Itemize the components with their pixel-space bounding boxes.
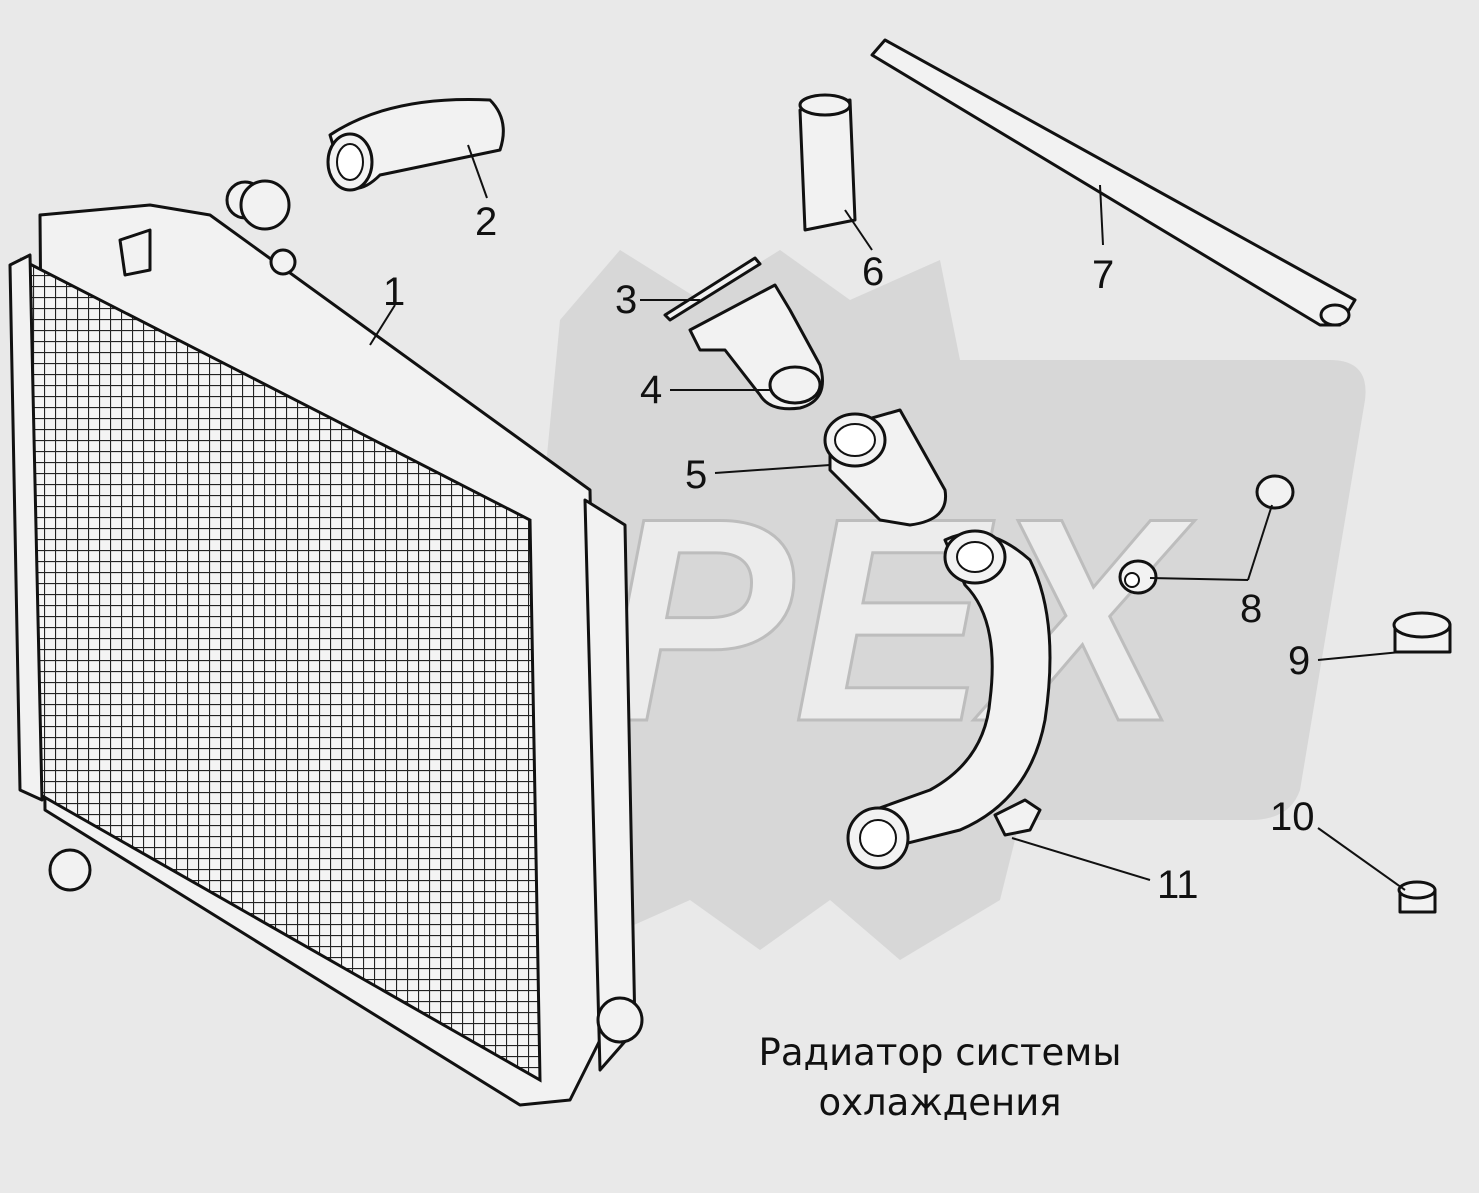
leader-lines bbox=[369, 144, 1406, 891]
caption-line-2: охлаждения bbox=[818, 1081, 1062, 1124]
callout-3: 3 bbox=[615, 278, 637, 322]
drain-cock-part bbox=[993, 798, 1042, 837]
callout-2: 2 bbox=[475, 200, 497, 244]
lower-pipe-part bbox=[846, 529, 1052, 870]
bushing-parts bbox=[1118, 474, 1295, 595]
callout-labels: 1 2 3 4 5 6 7 8 9 10 11 bbox=[383, 200, 1315, 907]
callout-5: 5 bbox=[685, 453, 707, 497]
watermark-text: PEX bbox=[600, 458, 1195, 782]
diagram-caption: Радиатор системы охлаждения bbox=[700, 1028, 1180, 1128]
callout-4: 4 bbox=[640, 368, 662, 412]
gasket-part bbox=[663, 256, 762, 322]
callout-8: 8 bbox=[1240, 587, 1262, 631]
strut-bar-part bbox=[870, 38, 1357, 327]
callout-10: 10 bbox=[1270, 795, 1315, 839]
cushion-part bbox=[1392, 611, 1452, 654]
hose-sleeve-part bbox=[823, 408, 948, 527]
washer-part bbox=[1397, 880, 1437, 914]
upper-hose-part bbox=[326, 97, 505, 192]
caption-line-1: Радиатор системы bbox=[758, 1031, 1122, 1074]
callout-1: 1 bbox=[383, 270, 405, 314]
watermark-logo bbox=[510, 250, 1366, 960]
callout-6: 6 bbox=[862, 250, 884, 294]
outlet-pipe-part bbox=[688, 283, 824, 411]
callout-11: 11 bbox=[1157, 863, 1199, 907]
callout-7: 7 bbox=[1092, 253, 1114, 297]
bracket-part bbox=[798, 93, 857, 232]
radiator-assembly bbox=[8, 179, 644, 1107]
callout-9: 9 bbox=[1288, 639, 1310, 683]
